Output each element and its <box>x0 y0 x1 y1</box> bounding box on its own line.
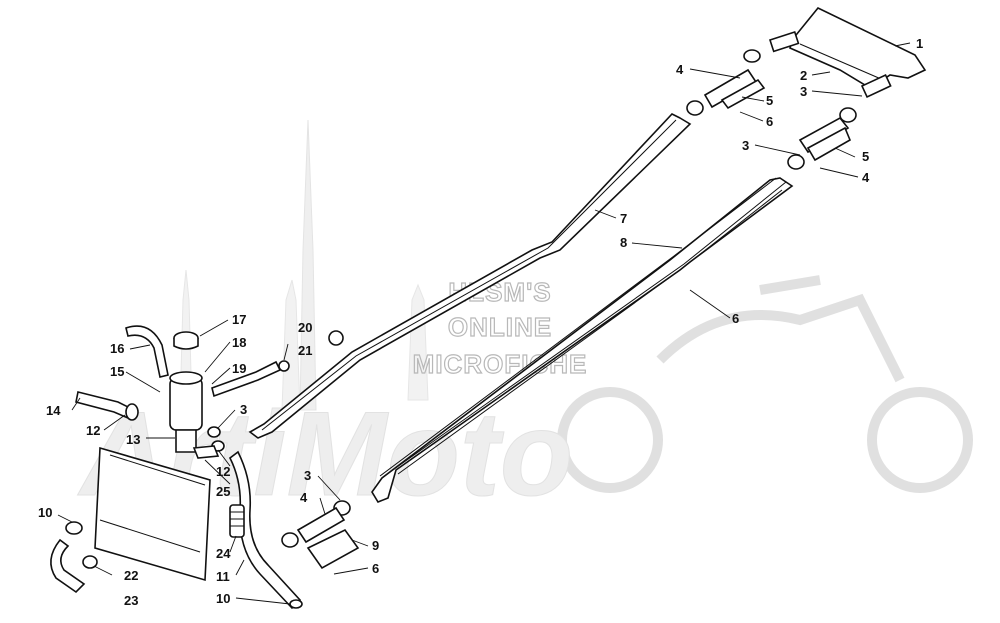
callout-6: 6 <box>732 311 739 326</box>
callout-11: 11 <box>216 569 230 584</box>
callout-3: 3 <box>742 138 749 153</box>
callout-8: 8 <box>620 235 627 250</box>
part-radiator-bracket <box>94 446 211 582</box>
callout-15: 15 <box>110 364 124 379</box>
leader-lines <box>57 42 911 605</box>
callout-6: 6 <box>372 561 379 576</box>
callout-24: 24 <box>216 546 231 561</box>
part-left-hoses <box>50 325 344 610</box>
callout-18: 18 <box>232 335 246 350</box>
motorcycle-watermark-icon <box>557 275 973 493</box>
callout-4: 4 <box>862 170 870 185</box>
callout-3: 3 <box>304 468 311 483</box>
callout-3: 3 <box>800 84 807 99</box>
callout-19: 19 <box>232 361 246 376</box>
part-upper-hose-set <box>686 49 857 170</box>
callout-25: 25 <box>216 484 230 499</box>
callout-17: 17 <box>232 312 246 327</box>
callout-21: 21 <box>298 343 312 358</box>
part-heat-exchanger-plate <box>768 7 927 98</box>
part-upper-tube <box>248 113 692 439</box>
callout-22: 22 <box>124 568 138 583</box>
callout-7: 7 <box>620 211 627 226</box>
callout-12: 12 <box>216 464 230 479</box>
callout-13: 13 <box>126 432 140 447</box>
callout-23: 23 <box>124 593 138 608</box>
part-surge-tank <box>169 331 203 453</box>
watermark: ArtiMoto HLSM'S ONLINE MICROFICHE <box>77 119 973 522</box>
callout-4: 4 <box>676 62 684 77</box>
callout-10: 10 <box>38 505 52 520</box>
callout-14: 14 <box>46 403 61 418</box>
callout-10: 10 <box>216 591 230 606</box>
callout-2: 2 <box>800 68 807 83</box>
callout-5: 5 <box>766 93 773 108</box>
part-lower-hose-set <box>281 500 360 570</box>
part-lower-finned-tube <box>371 177 794 503</box>
callout-20: 20 <box>298 320 312 335</box>
watermark-line-2: ONLINE <box>448 312 552 342</box>
callout-6: 6 <box>766 114 773 129</box>
callout-12: 12 <box>86 423 100 438</box>
callout-labels: 1 2 3 3 3 3 4 4 4 5 5 6 6 6 7 8 9 10 10 … <box>38 36 923 608</box>
callout-16: 16 <box>110 341 124 356</box>
callout-1: 1 <box>916 36 923 51</box>
callout-4: 4 <box>300 490 308 505</box>
callout-3: 3 <box>240 402 247 417</box>
callout-5: 5 <box>862 149 869 164</box>
callout-9: 9 <box>372 538 379 553</box>
